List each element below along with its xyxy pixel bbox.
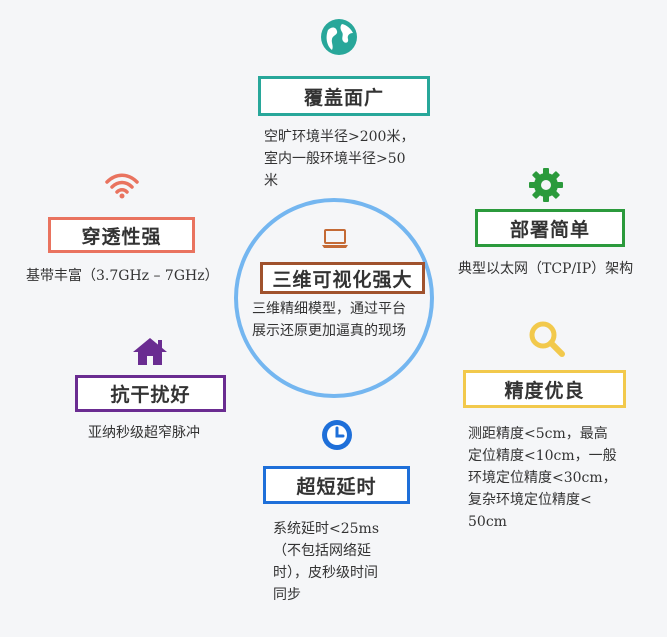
- home-icon: [133, 338, 167, 365]
- wifi-icon: [105, 173, 139, 199]
- feature-title-coverage: 覆盖面广: [258, 76, 430, 116]
- feature-desc-penetration: 基带丰富（3.7GHz – 7GHz）: [26, 268, 219, 284]
- feature-desc-coverage: 空旷环境半径>200米， 室内一般环境半径>50 米: [264, 129, 415, 189]
- clock-icon: [322, 420, 352, 450]
- feature-title-precision: 精度优良: [463, 370, 626, 408]
- gear-icon: [529, 168, 563, 202]
- feature-title-latency: 超短延时: [263, 466, 410, 504]
- feature-title-anti-interference: 抗干扰好: [75, 375, 226, 412]
- feature-desc-anti-interference: 亚纳秒级超窄脉冲: [88, 425, 200, 441]
- center-title: 三维可视化强大: [260, 262, 425, 294]
- search-icon: [529, 321, 565, 357]
- feature-desc-deploy: 典型以太网（TCP/IP）架构: [458, 261, 634, 277]
- feature-title-penetration: 穿透性强: [48, 217, 195, 253]
- center-circle: [234, 198, 434, 398]
- laptop-icon: [322, 229, 348, 248]
- globe-icon: [321, 19, 357, 55]
- center-desc: 三维精细模型，通过平台 展示还原更加逼真的现场: [252, 301, 406, 339]
- feature-desc-precision: 测距精度<5cm，最高 定位精度<10cm，一般 环境定位精度<30cm， 复杂…: [468, 426, 617, 530]
- feature-desc-latency: 系统延时<25ms （不包括网络延 时），皮秒级时间 同步: [273, 521, 380, 603]
- feature-title-deploy: 部署简单: [475, 209, 625, 247]
